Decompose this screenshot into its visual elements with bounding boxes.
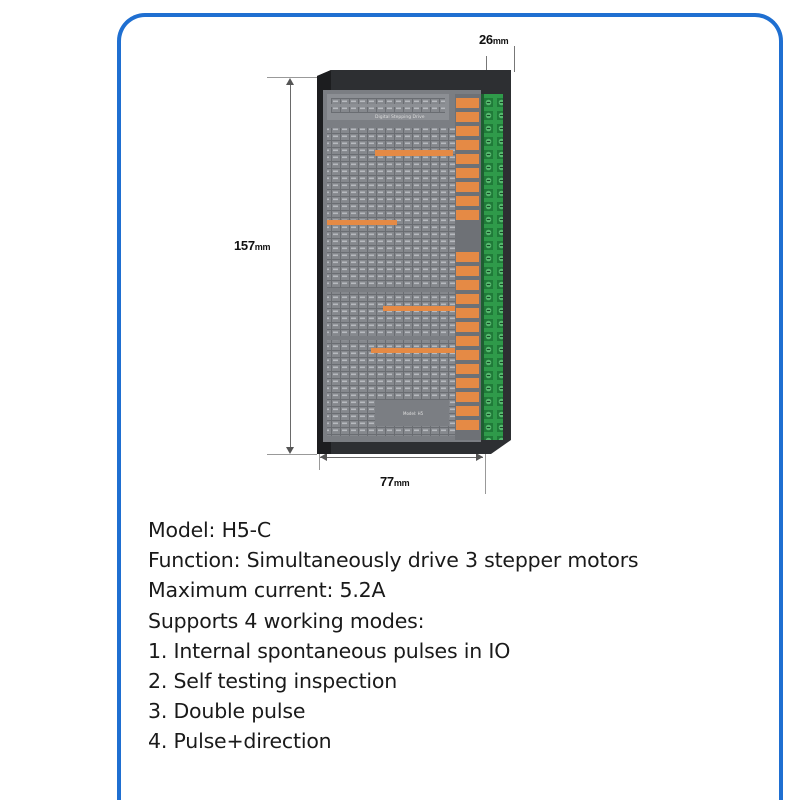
width-dimension-extension xyxy=(319,450,320,470)
spec-mode-item: 2. Self testing inspection xyxy=(148,669,398,694)
depth-dimension-label: 26mm xyxy=(479,32,509,47)
height-value: 157 xyxy=(234,238,255,253)
width-unit: mm xyxy=(393,478,410,488)
stepper-motor-driver-illustration: Digital Stepping Drive Model: H5 xyxy=(317,70,511,454)
height-arrow-up-icon xyxy=(286,78,294,85)
spec-model: Model: H5-C xyxy=(148,518,271,542)
spec-mode-item: 4. Pulse+direction xyxy=(148,729,332,754)
height-arrow-down-icon xyxy=(286,447,294,454)
height-unit: mm xyxy=(254,242,271,252)
depth-dimension-line xyxy=(486,56,487,78)
width-arrow-left-icon xyxy=(320,453,327,461)
depth-value: 26 xyxy=(479,32,493,47)
height-dimension-extension xyxy=(267,454,317,455)
spec-modes-heading: Supports 4 working modes: xyxy=(148,608,425,633)
spec-mode-item: 1. Internal spontaneous pulses in IO xyxy=(148,638,511,663)
panel-caption: Digital Stepping Drive xyxy=(375,114,425,120)
width-value: 77 xyxy=(380,474,394,489)
spec-mode-item: 3. Double pulse xyxy=(148,699,306,724)
height-dimension-extension xyxy=(267,77,317,78)
depth-dimension-line xyxy=(514,46,515,72)
height-dimension-line xyxy=(290,84,291,448)
spec-list: Model: H5-C Function: Simultaneously dri… xyxy=(148,515,748,757)
height-dimension-label: 157mm xyxy=(234,236,271,255)
depth-unit: mm xyxy=(492,36,509,46)
width-dimension-line xyxy=(320,457,483,458)
model-mark: Model: H5 xyxy=(403,411,424,416)
spec-max-current: Maximum current: 5.2A xyxy=(148,578,386,603)
width-dimension-label: 77mm xyxy=(380,474,410,489)
width-arrow-right-icon xyxy=(476,453,483,461)
width-dimension-extension xyxy=(485,450,486,494)
spec-function: Function: Simultaneously drive 3 stepper… xyxy=(148,548,639,573)
